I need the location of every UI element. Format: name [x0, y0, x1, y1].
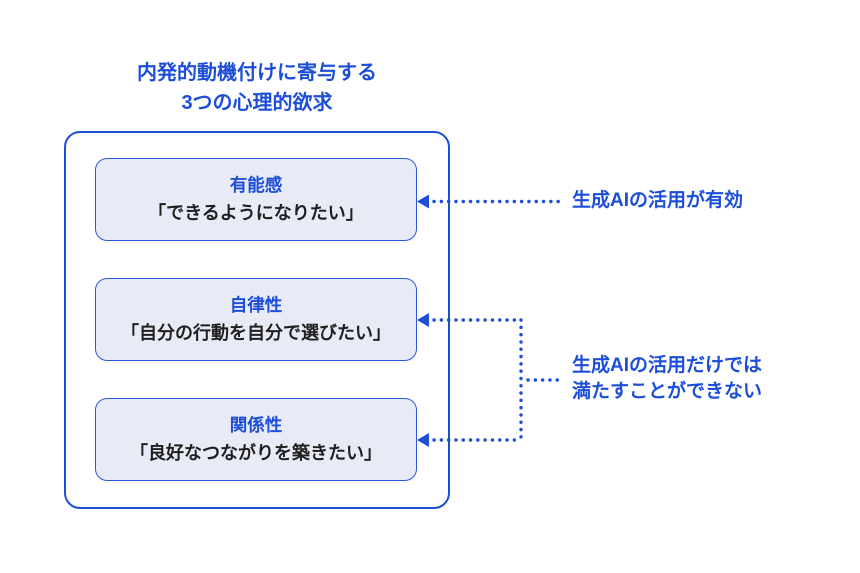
diagram-title-line2: 3つの心理的欲求 — [181, 92, 333, 114]
need-box-desc: 「良好なつながりを築きたい」 — [130, 443, 382, 463]
annotation-text: 生成AIの活用が有効 — [572, 190, 744, 211]
need-box-desc: 「できるようになりたい」 — [148, 203, 364, 223]
annotation-ai-insufficient: 生成AIの活用だけでは 満たすことができない — [572, 353, 762, 405]
need-box-title: 自律性 — [229, 295, 283, 315]
need-box-relatedness: 関係性 「良好なつながりを築きたい」 — [95, 398, 417, 481]
need-box-competence: 有能感 「できるようになりたい」 — [95, 158, 417, 241]
need-box-desc: 「自分の行動を自分で選びたい」 — [121, 323, 391, 343]
need-box-autonomy: 自律性 「自分の行動を自分で選びたい」 — [95, 278, 417, 361]
need-box-title: 関係性 — [229, 415, 283, 435]
annotation-text-line2: 満たすことができない — [572, 381, 763, 402]
need-box-title: 有能感 — [229, 175, 283, 195]
diagram-title-line1: 内発的動機付けに寄与する — [137, 62, 377, 84]
annotation-ai-effective: 生成AIの活用が有効 — [572, 188, 743, 214]
diagram-title: 内発的動機付けに寄与する 3つの心理的欲求 — [64, 58, 450, 118]
annotation-text-line1: 生成AIの活用だけでは — [572, 355, 763, 376]
